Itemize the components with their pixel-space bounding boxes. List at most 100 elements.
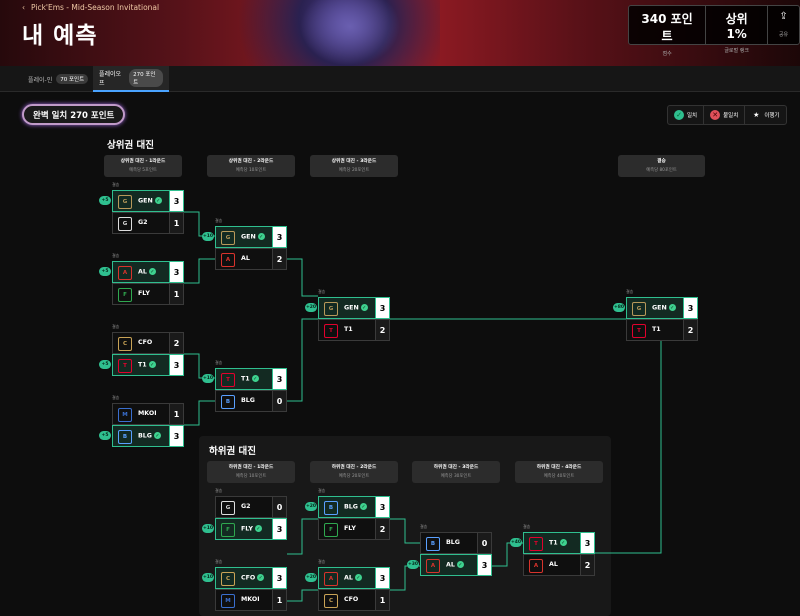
team-name-text: CFO <box>344 596 359 603</box>
check-icon: ✓ <box>153 432 161 439</box>
tab-play-in[interactable]: 플레이-인 70 포인트 <box>22 66 94 92</box>
points-earned-badge: +10 <box>202 232 214 241</box>
fly-logo-icon: F <box>324 523 338 537</box>
score-label: 점수 <box>662 51 672 57</box>
points-earned-badge: +5 <box>99 431 111 440</box>
breadcrumb-label[interactable]: Pick'Ems - Mid-Season Invitational <box>31 3 160 12</box>
check-icon: ✓ <box>148 361 156 368</box>
team-name: AL✓ <box>344 574 362 582</box>
round-title: 하위권 대진 - 4라운드 <box>536 465 582 470</box>
tab-playoffs[interactable]: 플레이오프 270 포인트 <box>93 66 169 92</box>
team-score: 1 <box>169 284 183 304</box>
legend-label: 불일치 <box>723 113 739 119</box>
team-name-text: AL <box>344 574 353 582</box>
team-name: G2 <box>241 503 251 510</box>
t1-logo-icon: T <box>324 324 338 338</box>
score-value: 340 포인트 <box>641 12 693 43</box>
g2-logo-icon: G <box>221 501 235 515</box>
chevron-left-icon[interactable]: ‹ <box>22 3 25 12</box>
team-name-text: T1 <box>549 539 558 547</box>
check-icon: ✓ <box>674 110 684 120</box>
breadcrumb[interactable]: ‹ Pick'Ems - Mid-Season Invitational <box>22 3 159 12</box>
score-stat: 340 포인트 점수 <box>629 6 707 57</box>
share-label: 공유 <box>778 32 789 38</box>
match-tag: 결승 <box>112 182 120 187</box>
team-score: 0 <box>272 497 286 517</box>
stats-panel: 340 포인트 점수 상위 1% 글로벌 랭크 ⇪ 공유 <box>628 5 800 57</box>
team-score: 2 <box>683 320 697 340</box>
share-button[interactable]: ⇪ 공유 <box>768 6 799 44</box>
star-icon: ★ <box>753 111 760 119</box>
team-name: MKOI <box>138 410 157 417</box>
t1-logo-icon: T <box>221 373 235 387</box>
team-row[interactable]: G G2 0 <box>215 496 287 518</box>
al-logo-icon: A <box>221 253 235 267</box>
match-tag: 결승 <box>215 360 223 365</box>
gen-logo-icon: G <box>118 195 132 209</box>
team-score: 3 <box>375 298 389 318</box>
check-icon: ✓ <box>559 539 567 546</box>
team-name: T1✓ <box>241 375 259 383</box>
match-tag: 결승 <box>420 524 428 529</box>
tab-points-badge: 70 포인트 <box>56 74 89 84</box>
rank-label: 글로벌 랭크 <box>724 48 749 54</box>
points-earned-badge: +10 <box>202 374 214 383</box>
cfo-logo-icon: C <box>118 337 132 351</box>
points-earned-badge: +40 <box>510 538 522 547</box>
team-name-text: T1 <box>138 361 147 369</box>
mkoi-logo-icon: M <box>221 594 235 608</box>
round-title: 결승 <box>657 159 666 164</box>
hero-artwork-glow <box>300 0 400 66</box>
team-name: T1✓ <box>138 361 156 369</box>
round-title: 상위권 대진 - 2라운드 <box>228 159 274 164</box>
team-score: 3 <box>169 355 183 375</box>
match-tag: 결승 <box>112 395 120 400</box>
team-name: CFO✓ <box>241 574 265 582</box>
gen-logo-icon: G <box>324 302 338 316</box>
team-score: 0 <box>477 533 491 553</box>
al-logo-icon: A <box>118 266 132 280</box>
